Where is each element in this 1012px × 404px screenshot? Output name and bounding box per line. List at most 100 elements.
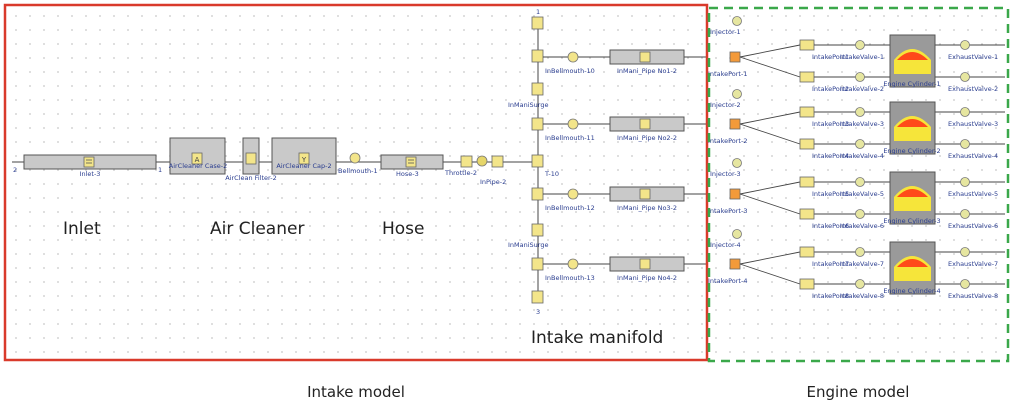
intake-port-4a[interactable]: [799, 246, 815, 258]
intake-valve-2b-icon[interactable]: [855, 139, 865, 149]
exhaust-valve-4b-label: ExhaustValve-8: [948, 292, 998, 300]
intake-port-1-junction-label: IntakePort-1: [708, 70, 747, 78]
intake-model-boundary: [3, 3, 709, 362]
engine-cylinder-row-4: Injector-4 IntakePort-4 IntakePort7 Inta…: [708, 229, 1005, 300]
injector-4-label: Injector-4: [710, 241, 741, 249]
intake-manifold-region-label: Intake manifold: [531, 328, 664, 348]
runner-3: InBellmouth-12 InMani_Pipe No3-2: [543, 186, 706, 212]
exhaust-valve-2b-icon[interactable]: [960, 139, 970, 149]
injector-3-icon[interactable]: [732, 158, 742, 168]
runner-4-pipe-label: InMani_Pipe No4-2: [617, 274, 677, 282]
intake-port-3-junction[interactable]: [729, 188, 741, 200]
engine-cylinder-row-1: Injector-1 IntakePort-1 IntakePort1 Inta…: [708, 16, 1005, 93]
intake-port-3a[interactable]: [799, 176, 815, 188]
intake-valve-4b-icon[interactable]: [855, 279, 865, 289]
hose-region-label: Hose: [382, 219, 425, 239]
runner-2: InBellmouth-11 InMani_Pipe No2-2: [543, 116, 706, 142]
svg-text:Y: Y: [301, 156, 307, 164]
inlet-component[interactable]: [23, 154, 157, 170]
exhaust-valve-4a-label: ExhaustValve-7: [948, 260, 998, 268]
intake-valve-1b-icon[interactable]: [855, 72, 865, 82]
exhaust-valve-4b-icon[interactable]: [960, 279, 970, 289]
intake-port-4b-label: IntakePort8: [812, 292, 849, 300]
intake-valve-3b-label: IntakeValve-6: [840, 222, 884, 230]
intake-valve-2a-label: IntakeValve-3: [840, 120, 884, 128]
intake-port-1a[interactable]: [799, 39, 815, 51]
air-cleaner-case-label: AirCleaner Case-2: [169, 162, 228, 170]
spine-node-4[interactable]: [531, 117, 544, 131]
intake-valve-2a-icon[interactable]: [855, 107, 865, 117]
exhaust-valve-1b-icon[interactable]: [960, 72, 970, 82]
surge-upper-label: InManiSurge: [508, 101, 548, 109]
intake-valve-4b-label: IntakeValve-8: [840, 292, 884, 300]
runner-2-bellmouth-label: InBellmouth-11: [545, 134, 595, 142]
runner-2-pipe-label: InMani_Pipe No2-2: [617, 134, 677, 142]
runner-3-bellmouth-icon[interactable]: [567, 188, 579, 200]
injector-2-icon[interactable]: [732, 89, 742, 99]
injector-4-icon[interactable]: [732, 229, 742, 239]
exhaust-valve-1a-label: ExhaustValve-1: [948, 53, 998, 61]
intake-port-2a[interactable]: [799, 106, 815, 118]
air-cleaner-case-component[interactable]: A: [169, 137, 226, 175]
intake-port-2a-label: IntakePort3: [812, 120, 849, 128]
bellmouth-icon[interactable]: [349, 152, 361, 164]
intake-valve-3a-label: IntakeValve-5: [840, 190, 884, 198]
throttle-icon[interactable]: [460, 155, 504, 168]
grid-background: [6, 6, 706, 359]
engine-cylinder-3-label: Engine Cylinder-3: [883, 217, 940, 225]
spine-node-3[interactable]: [531, 82, 544, 96]
spine-node-1[interactable]: [531, 16, 544, 30]
runner-4-bellmouth-icon[interactable]: [567, 258, 579, 270]
runner-1-bellmouth-icon[interactable]: [567, 51, 579, 63]
hose-component[interactable]: [380, 154, 444, 170]
spine-node-2[interactable]: [531, 49, 544, 63]
air-cleaner-filter-component[interactable]: [242, 137, 260, 175]
air-cleaner-filter-label: AirClean Filter-2: [225, 174, 277, 182]
exhaust-valve-2a-icon[interactable]: [960, 107, 970, 117]
spine-node-5[interactable]: [531, 154, 544, 168]
runner-3-pipe-label: InMani_Pipe No3-2: [617, 204, 677, 212]
exhaust-valve-1a-icon[interactable]: [960, 40, 970, 50]
inlet-label: Inlet-3: [80, 170, 101, 178]
inlet-end-a: 2: [13, 166, 17, 174]
engine-model-group: Injector-1 IntakePort-1 IntakePort1 Inta…: [708, 16, 1005, 300]
intake-port-1b-label: IntakePort2: [812, 85, 849, 93]
intake-valve-3a-icon[interactable]: [855, 177, 865, 187]
runner-1-pipe-label: InMani_Pipe No1-2: [617, 67, 677, 75]
intake-valve-1a-label: IntakeValve-1: [840, 53, 884, 61]
intake-valve-4a-icon[interactable]: [855, 247, 865, 257]
exhaust-valve-3b-icon[interactable]: [960, 209, 970, 219]
air-cleaner-cap-component[interactable]: Y: [271, 137, 337, 175]
throttle-label: Throttle-2: [444, 169, 477, 177]
intake-port-2-junction[interactable]: [729, 118, 741, 130]
spine-node-9[interactable]: [531, 290, 544, 304]
intake-port-3b[interactable]: [799, 208, 815, 220]
spine-node-6[interactable]: [531, 187, 544, 201]
spine-node-8[interactable]: [531, 257, 544, 271]
exhaust-valve-3a-icon[interactable]: [960, 177, 970, 187]
spine-node-7[interactable]: [531, 223, 544, 237]
surge-lower-label: InManiSurge: [508, 241, 548, 249]
bellmouth-label: Bellmouth-1: [338, 167, 378, 175]
exhaust-valve-4a-icon[interactable]: [960, 247, 970, 257]
intake-port-1-junction[interactable]: [729, 51, 741, 63]
injector-1-icon[interactable]: [732, 16, 742, 26]
intake-port-2b[interactable]: [799, 138, 815, 150]
injector-1-label: Injector-1: [710, 28, 741, 36]
intake-model-caption: Intake model: [307, 383, 405, 401]
intake-valve-3b-icon[interactable]: [855, 209, 865, 219]
tee-label: T-10: [544, 170, 559, 178]
intake-port-1b[interactable]: [799, 71, 815, 83]
intake-port-4-junction[interactable]: [729, 258, 741, 270]
runner-1-bellmouth-label: InBellmouth-10: [545, 67, 595, 75]
runner-2-bellmouth-icon[interactable]: [567, 118, 579, 130]
injector-2-label: Injector-2: [710, 101, 741, 109]
runner-3-bellmouth-label: InBellmouth-12: [545, 204, 595, 212]
intake-port-4-junction-label: IntakePort-4: [708, 277, 747, 285]
intake-valve-2b-label: IntakeValve-4: [840, 152, 884, 160]
intake-port-4b[interactable]: [799, 278, 815, 290]
intake-valve-1a-icon[interactable]: [855, 40, 865, 50]
intake-pipe-label: InPipe-2: [480, 178, 506, 186]
exhaust-valve-2b-label: ExhaustValve-4: [948, 152, 998, 160]
